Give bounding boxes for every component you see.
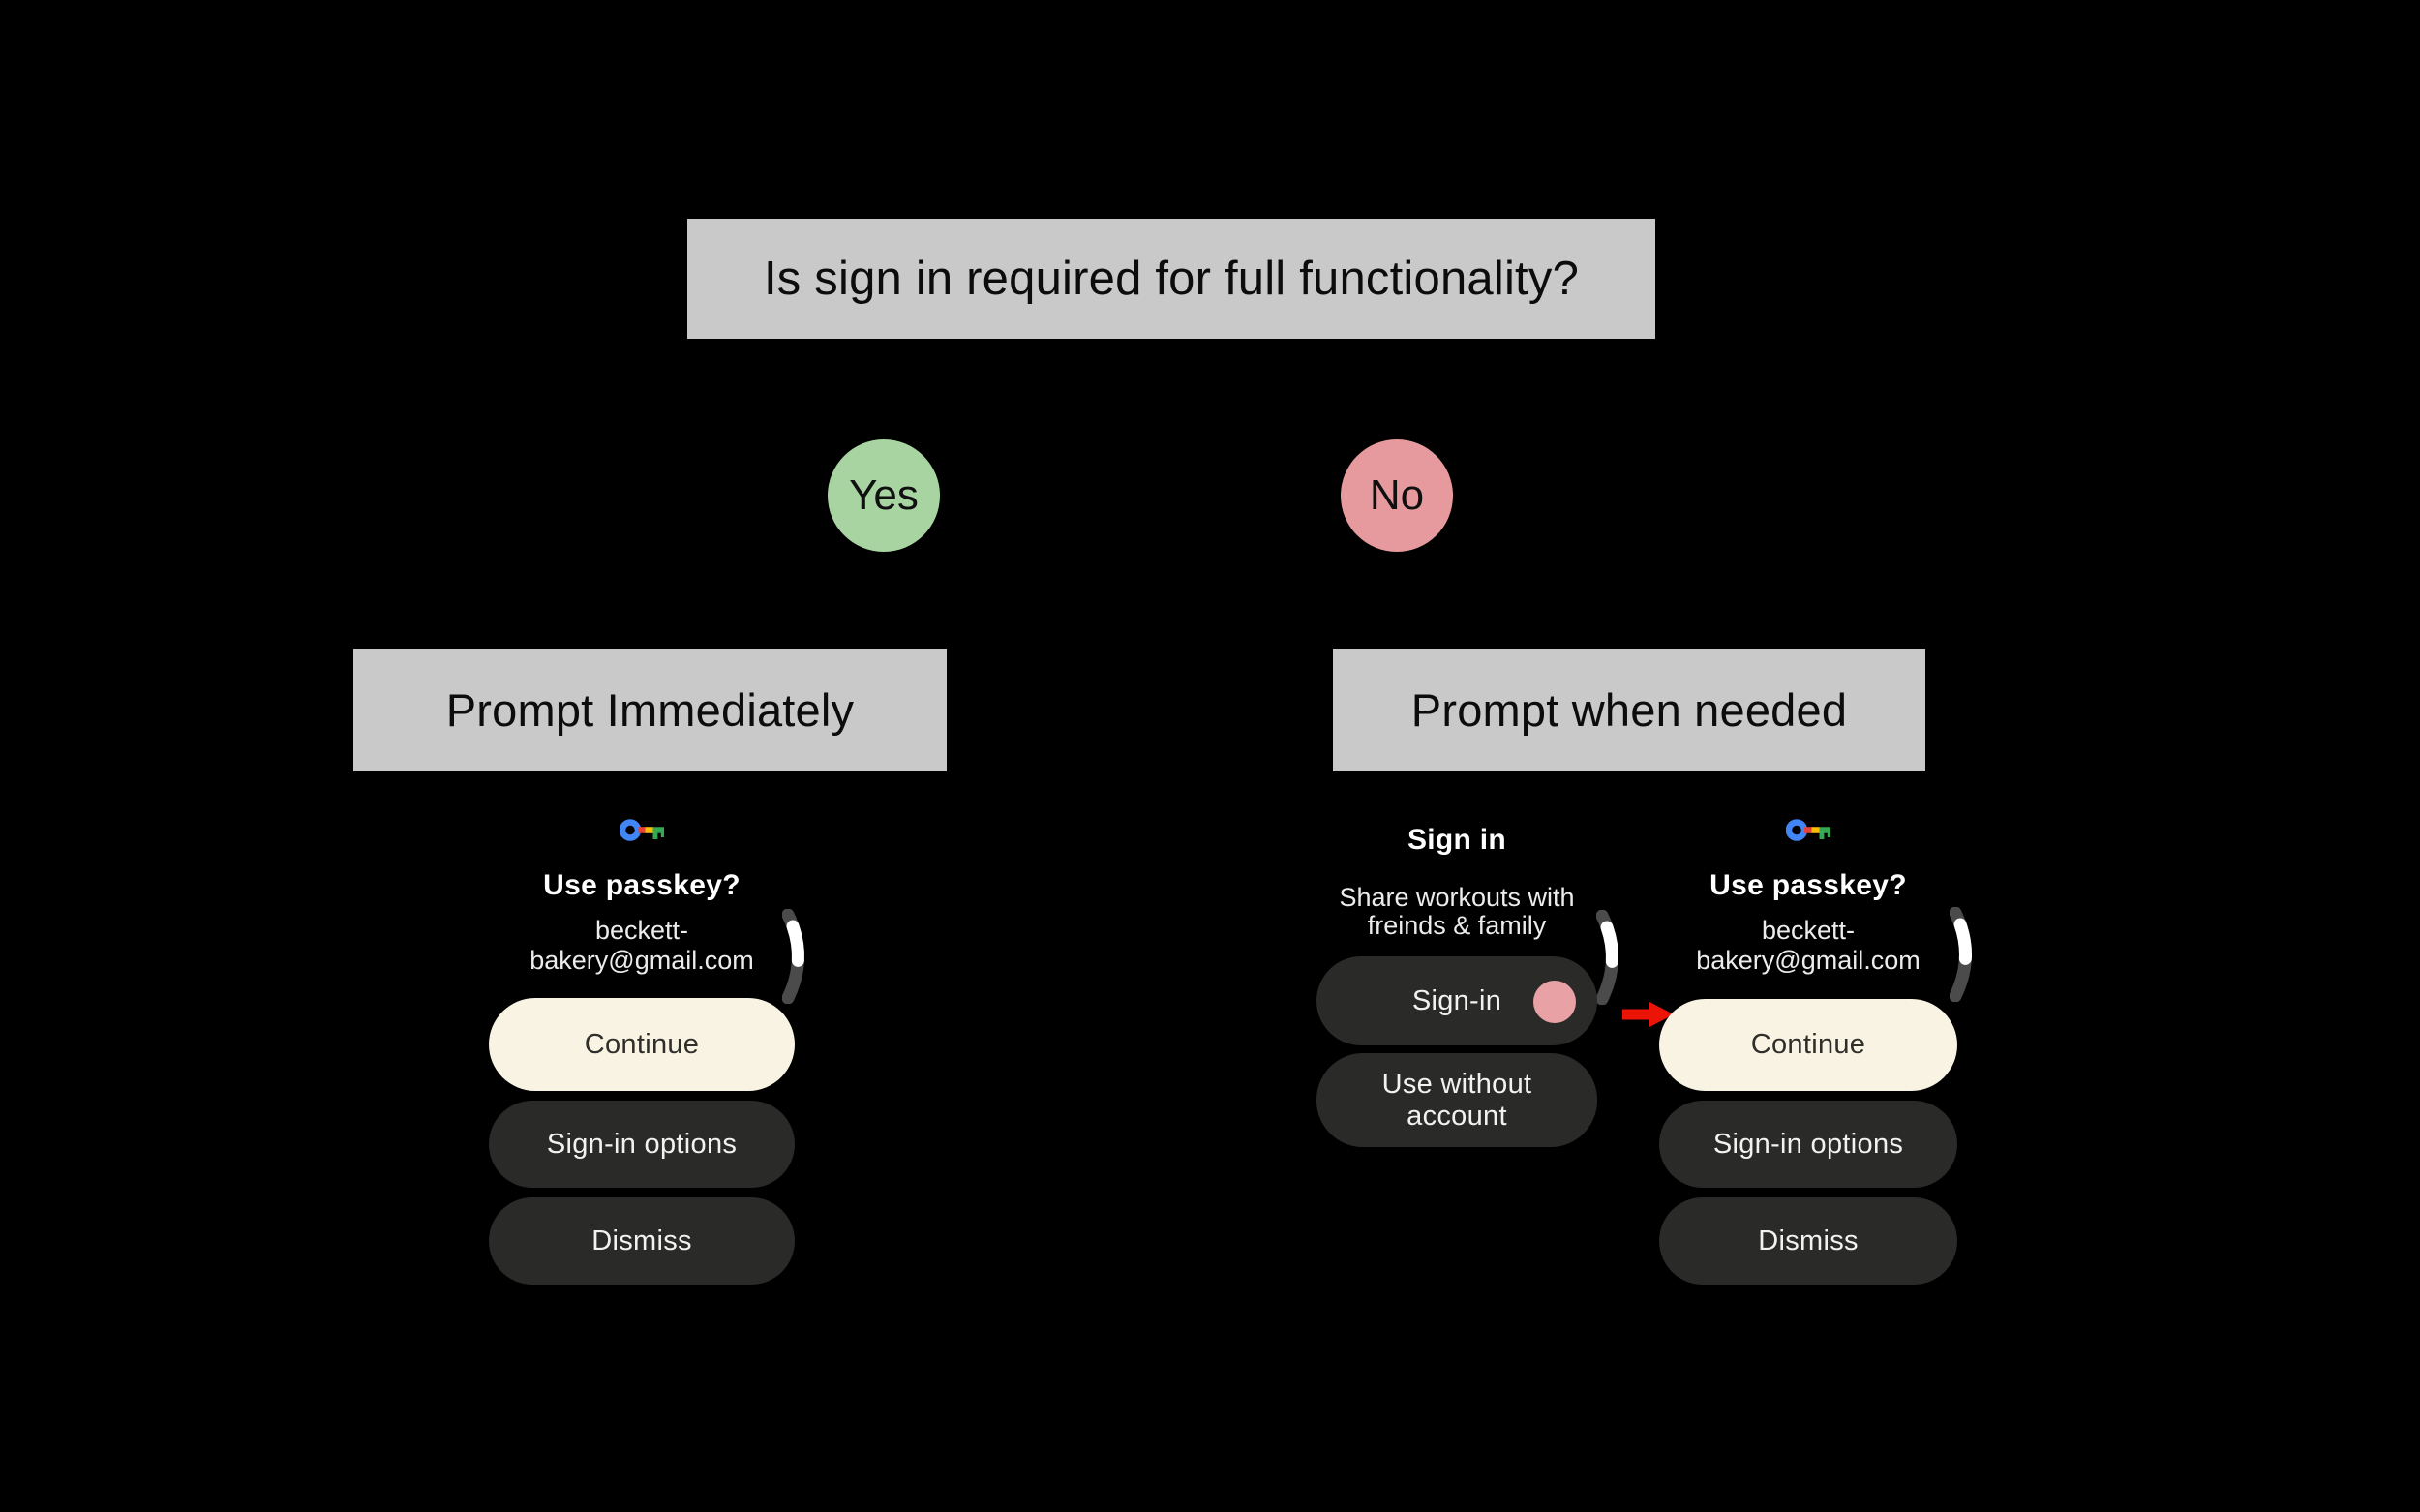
- passkey-title: Use passkey?: [543, 869, 741, 901]
- passkey-key-icon: [620, 819, 664, 841]
- outcome-box-prompt-immediately: Prompt Immediately: [353, 649, 947, 771]
- account-email-line1: beckett-: [1761, 916, 1856, 945]
- continue-button[interactable]: Continue: [1659, 999, 1957, 1091]
- use-without-account-button[interactable]: Use without account: [1316, 1053, 1597, 1147]
- sign-in-title: Sign in: [1407, 824, 1507, 856]
- outcome-box-prompt-when-needed: Prompt when needed: [1333, 649, 1925, 771]
- scrollbar-indicator[interactable]: [1950, 907, 1979, 1002]
- red-arrow-icon: [1622, 1002, 1674, 1027]
- account-email-line2: bakery@gmail.com: [1696, 946, 1921, 975]
- scrollbar-indicator[interactable]: [782, 909, 811, 1004]
- dismiss-button[interactable]: Dismiss: [489, 1197, 795, 1285]
- account-email-line1: beckett-: [594, 916, 689, 945]
- watch-screen-passkey-when-needed: Use passkey? beckett- bakery@gmail.com C…: [1658, 813, 1972, 1307]
- question-box: Is sign in required for full functionali…: [687, 219, 1655, 339]
- use-without-account-line1: Use without: [1381, 1068, 1532, 1100]
- sign-in-options-button[interactable]: Sign-in options: [489, 1101, 795, 1188]
- yes-node: Yes: [828, 439, 940, 552]
- tap-indicator: [1533, 981, 1576, 1023]
- passkey-key-icon: [1786, 819, 1830, 841]
- sign-in-options-button[interactable]: Sign-in options: [1659, 1101, 1957, 1188]
- passkey-title: Use passkey?: [1709, 869, 1907, 901]
- continue-button[interactable]: Continue: [489, 998, 795, 1091]
- sign-in-button[interactable]: Sign-in: [1316, 956, 1597, 1045]
- scrollbar-indicator[interactable]: [1596, 910, 1625, 1005]
- watch-screen-sign-in-offer: Sign in Share workouts with freinds & fa…: [1309, 813, 1618, 1307]
- sign-in-subtitle-line1: Share workouts with: [1339, 883, 1575, 912]
- sign-in-button-label: Sign-in: [1411, 984, 1502, 1016]
- dismiss-button[interactable]: Dismiss: [1659, 1197, 1957, 1285]
- account-email-line2: bakery@gmail.com: [529, 946, 754, 975]
- use-without-account-line2: account: [1407, 1100, 1507, 1132]
- no-node: No: [1341, 439, 1453, 552]
- watch-screen-passkey-immediate: Use passkey? beckett- bakery@gmail.com C…: [472, 813, 811, 1307]
- sign-in-subtitle-line2: freinds & family: [1367, 911, 1547, 940]
